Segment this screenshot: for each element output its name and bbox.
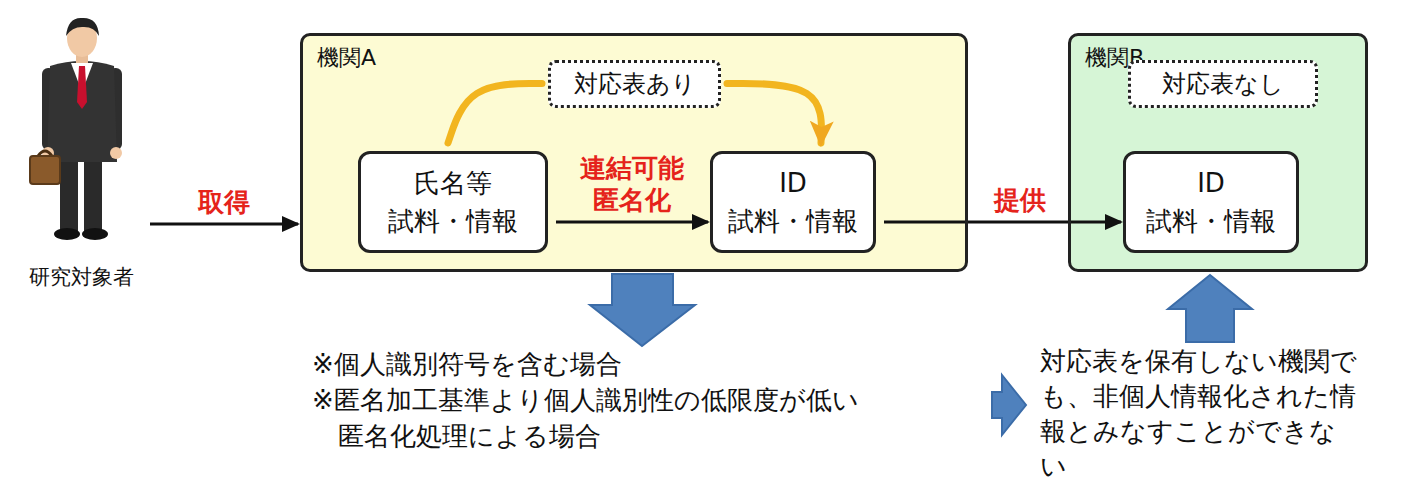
- data-box: ID試料・情報: [710, 151, 876, 253]
- institution-ground: [301, 34, 967, 271]
- institution-ground: [1069, 34, 1367, 271]
- block-arrow-down: [590, 274, 695, 346]
- link-arc: [448, 84, 542, 144]
- person-suit: [47, 61, 117, 162]
- person-node: 研究対象者: [20, 0, 142, 292]
- node-text: 試料・情報: [1146, 202, 1276, 240]
- table-note-box: 対応表あり: [548, 60, 721, 108]
- node-text: 対応表あり: [574, 68, 696, 100]
- person-leg: [84, 156, 102, 231]
- institution-box: 機関B対応表なしID試料・情報: [1068, 33, 1368, 272]
- note-text: 対応表を保有しない機関でも、非個人情報化された情報とみなすことができない: [1040, 344, 1362, 484]
- note-text: ※個人識別符号を含む場合: [312, 346, 622, 382]
- person-shoe: [54, 228, 80, 240]
- anonymize-arrow: [556, 221, 708, 224]
- person-figure: [30, 18, 122, 240]
- person-hand: [110, 147, 122, 159]
- node-text: ID: [1197, 164, 1225, 202]
- node-text: 試料・情報: [728, 202, 858, 240]
- node-text: 試料・情報: [388, 202, 518, 240]
- data-box: ID試料・情報: [1123, 151, 1299, 253]
- acquire-arrow: [150, 223, 298, 226]
- edge-label: 提供: [994, 184, 1046, 216]
- node-text: 対応表なし: [1162, 68, 1284, 100]
- edge-label: 連結可能 匿名化: [564, 152, 699, 216]
- institution-heading: 機関A: [317, 44, 376, 72]
- block-arrow-up: [1168, 275, 1252, 342]
- container-fills: [301, 34, 1367, 271]
- data-box: 氏名等試料・情報: [358, 151, 548, 253]
- institution-box: 機関A対応表あり氏名等試料・情報ID試料・情報: [300, 33, 968, 272]
- link-arc: [727, 84, 821, 144]
- node-text: ID: [779, 164, 807, 202]
- edge-label: 取得: [198, 186, 250, 218]
- person-shoe: [82, 228, 108, 240]
- note-text: ※匿名加工基準より個人識別性の低限度が低い 匿名化処理による場合: [312, 382, 962, 454]
- person-leg: [60, 156, 78, 231]
- person-tie: [77, 66, 87, 109]
- node-text: 氏名等: [414, 164, 492, 202]
- briefcase: [30, 156, 60, 184]
- node-text: 研究対象者: [29, 262, 134, 292]
- person-hair: [66, 18, 99, 36]
- provide-arrow: [884, 221, 1121, 224]
- block-arrow-right: [992, 375, 1026, 435]
- table-note-box: 対応表なし: [1128, 60, 1318, 108]
